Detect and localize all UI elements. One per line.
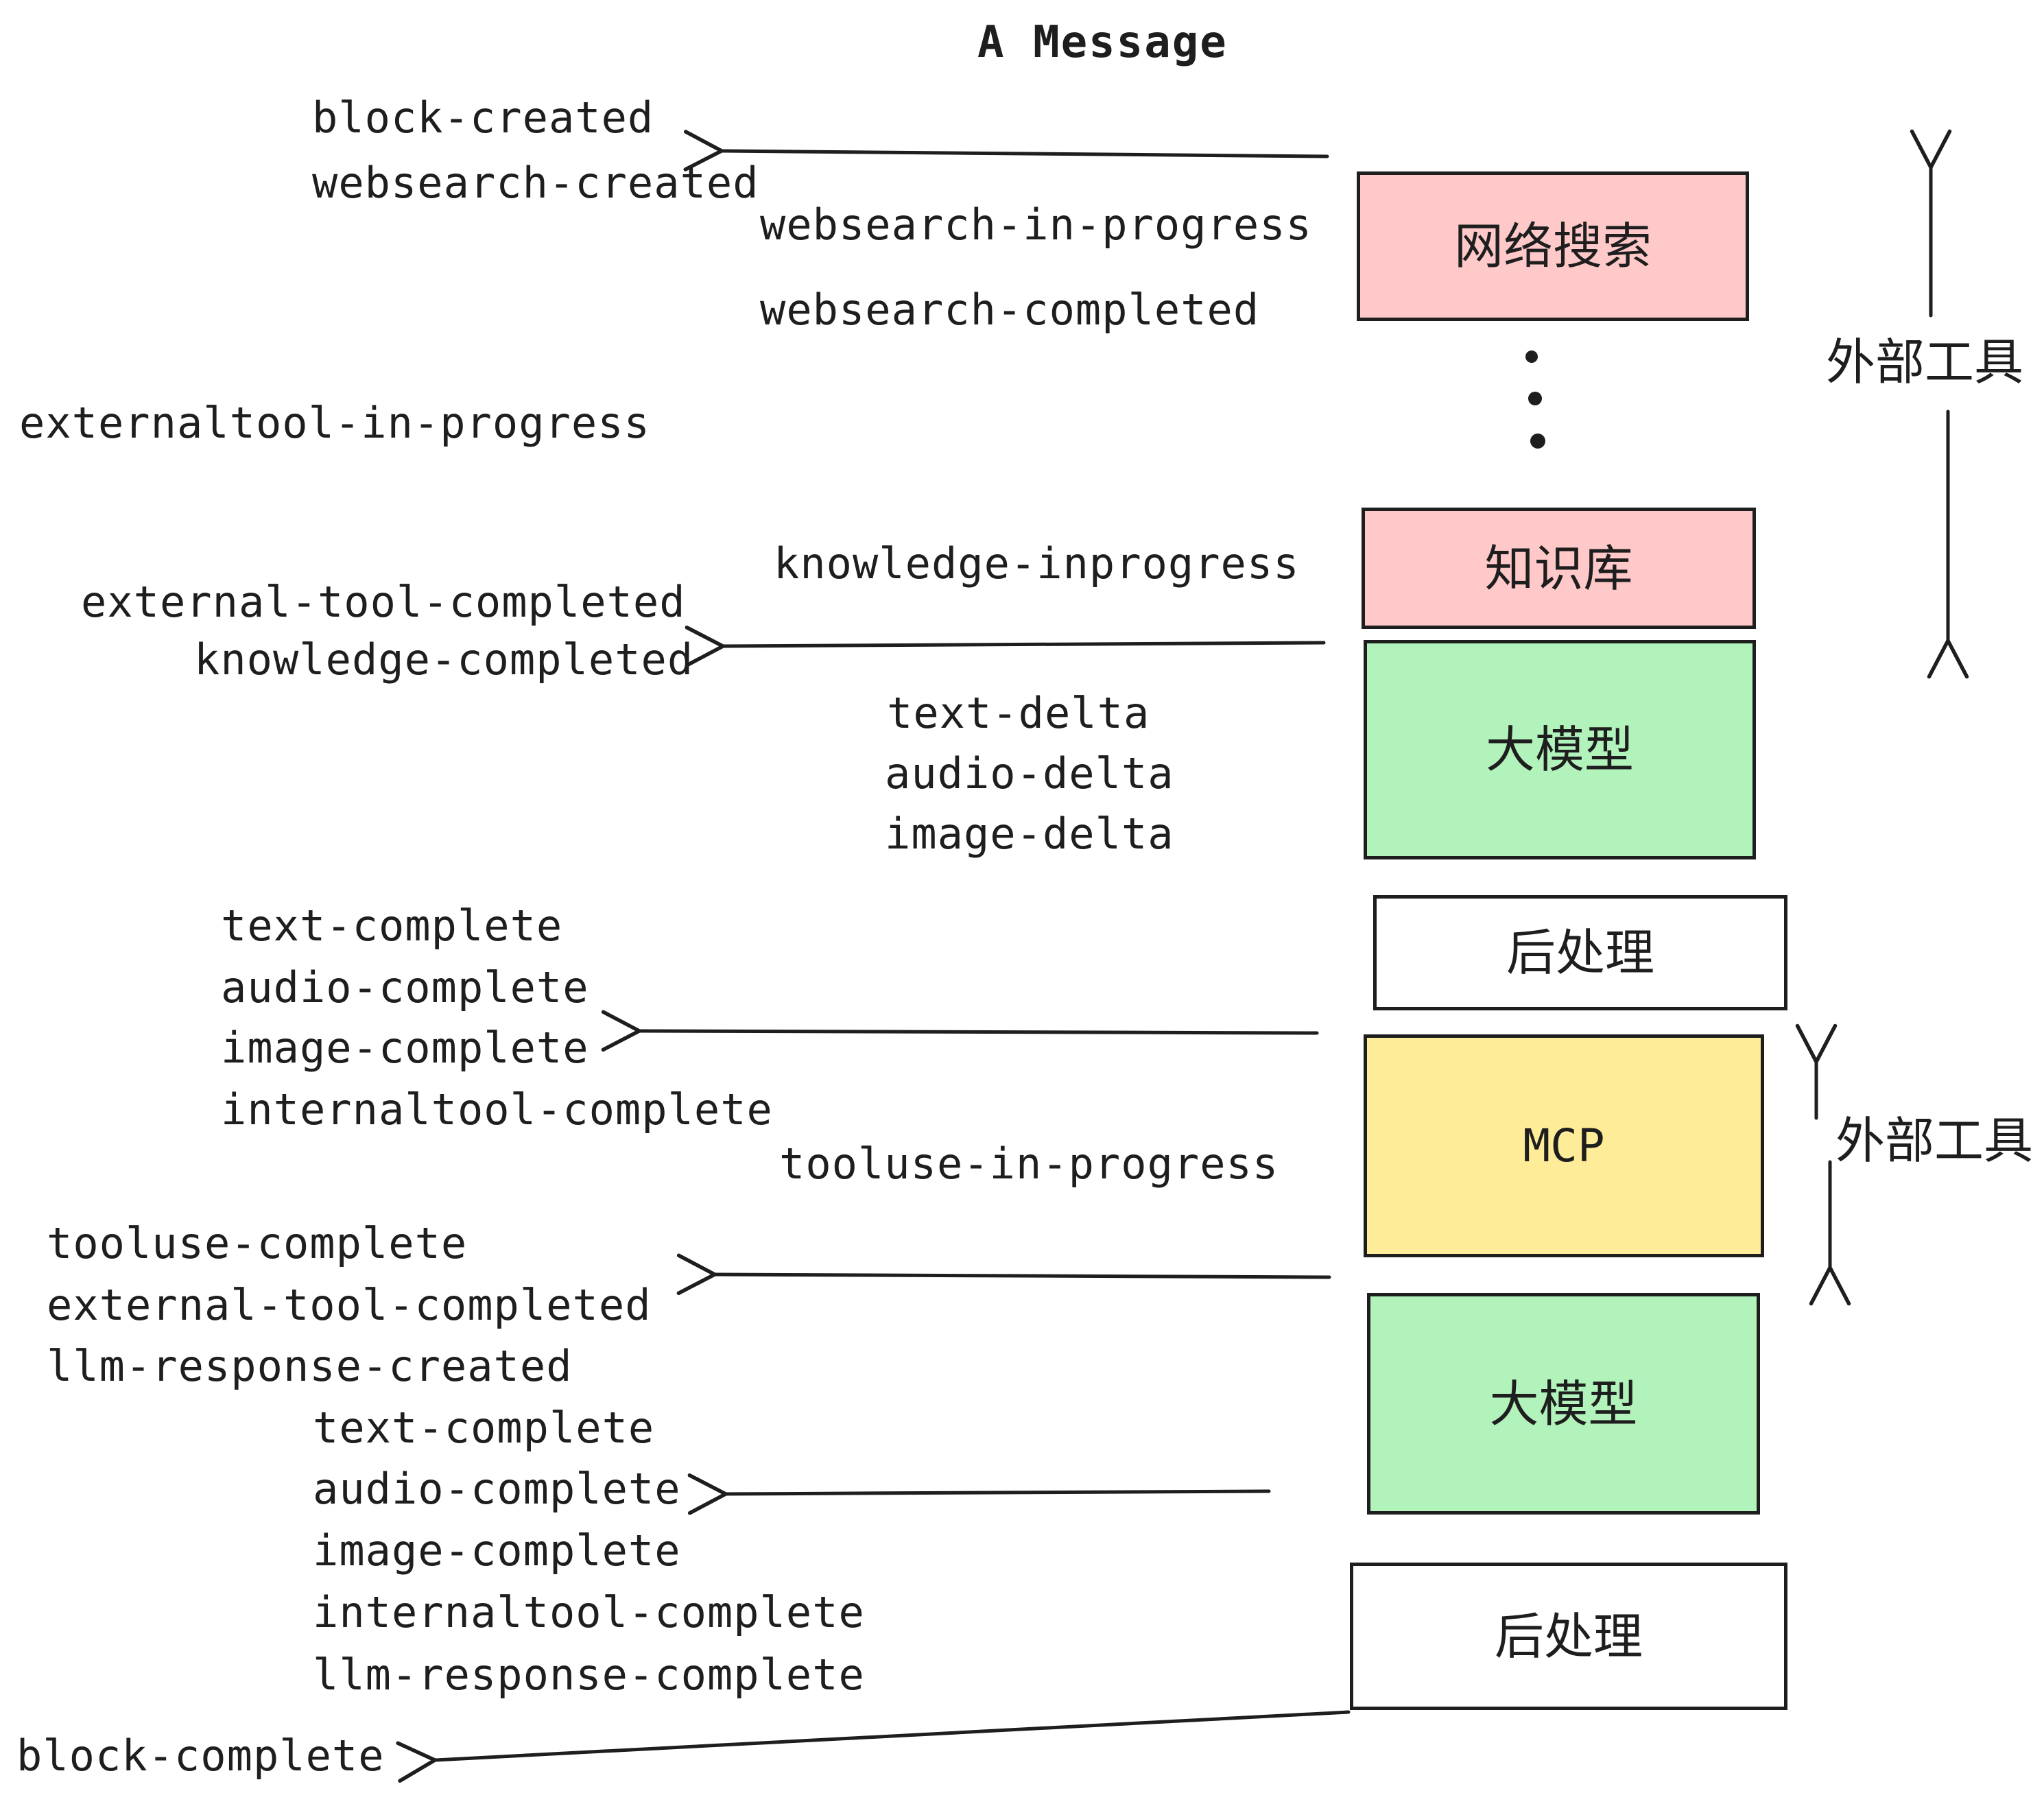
event-internaltool-complete-1: internaltool-complete [221,1084,773,1135]
arrow-image-complete-1 [601,1010,1319,1052]
websearch-box-label: 网络搜索 [1453,217,1652,275]
mcp-box-label: MCP [1523,1119,1605,1172]
postprocess-box-bottom: 后处理 [1350,1563,1787,1710]
event-websearch-in-progress: websearch-in-progress [760,200,1312,250]
event-text-delta-1: text-delta [887,688,1150,738]
event-text-complete-2: text-complete [313,1403,655,1453]
event-internaltool-complete-2: internaltool-complete [313,1587,865,1637]
websearch-box: 网络搜索 [1357,171,1749,321]
event-tooluse-in-progress: tooluse-in-progress [779,1139,1279,1189]
postprocess-box-bottom-label: 后处理 [1494,1607,1643,1665]
arrow-audio-complete-2 [687,1473,1271,1515]
event-audio-complete-2: audio-complete [313,1464,681,1514]
event-websearch-created: websearch-created [312,158,759,208]
ellipsis-dots [1525,351,1545,449]
llm-box-top-label: 大模型 [1485,721,1634,779]
external-tools-label-bottom: 外部工具 [1835,1112,2034,1170]
event-external-tool-completed-2: external-tool-completed [47,1280,652,1330]
external-tools-label-top: 外部工具 [1826,333,2024,391]
postprocess-box-top: 后处理 [1373,895,1787,1010]
postprocess-box-top-label: 后处理 [1506,924,1654,982]
event-image-complete-1: image-complete [221,1023,589,1073]
event-knowledge-inprogress: knowledge-inprogress [774,538,1300,589]
event-audio-delta-1: audio-delta [885,748,1174,798]
event-llm-response-created: llm-response-created [47,1341,573,1391]
event-audio-complete-1: audio-complete [221,962,589,1012]
knowledge-box: 知识库 [1362,508,1756,629]
arrow-knowledge-completed [685,626,1326,667]
event-block-created: block-created [312,93,654,143]
arrow-websearch-created [683,130,1329,171]
llm-box-bottom-label: 大模型 [1489,1375,1638,1433]
event-block-complete: block-complete [16,1731,385,1781]
event-tooluse-complete: tooluse-complete [47,1218,468,1268]
llm-box-bottom: 大模型 [1367,1293,1760,1515]
event-text-complete-1: text-complete [221,901,563,951]
knowledge-box-label: 知识库 [1484,539,1633,597]
event-external-tool-completed-1: external-tool-completed [81,577,686,627]
event-websearch-completed: websearch-completed [760,285,1260,335]
event-image-complete-2: image-complete [313,1526,681,1576]
event-knowledge-completed: knowledge-completed [194,634,694,685]
arrow-block-complete [396,1710,1351,1783]
llm-box-top: 大模型 [1364,640,1756,859]
event-externaltool-in-progress: externaltool-in-progress [19,398,650,448]
event-image-delta-1: image-delta [885,809,1174,859]
arrow-tooluse-complete [676,1253,1331,1296]
mcp-box: MCP [1364,1034,1764,1257]
event-llm-response-complete: llm-response-complete [313,1650,865,1700]
diagram-title: A Message [977,17,1228,68]
